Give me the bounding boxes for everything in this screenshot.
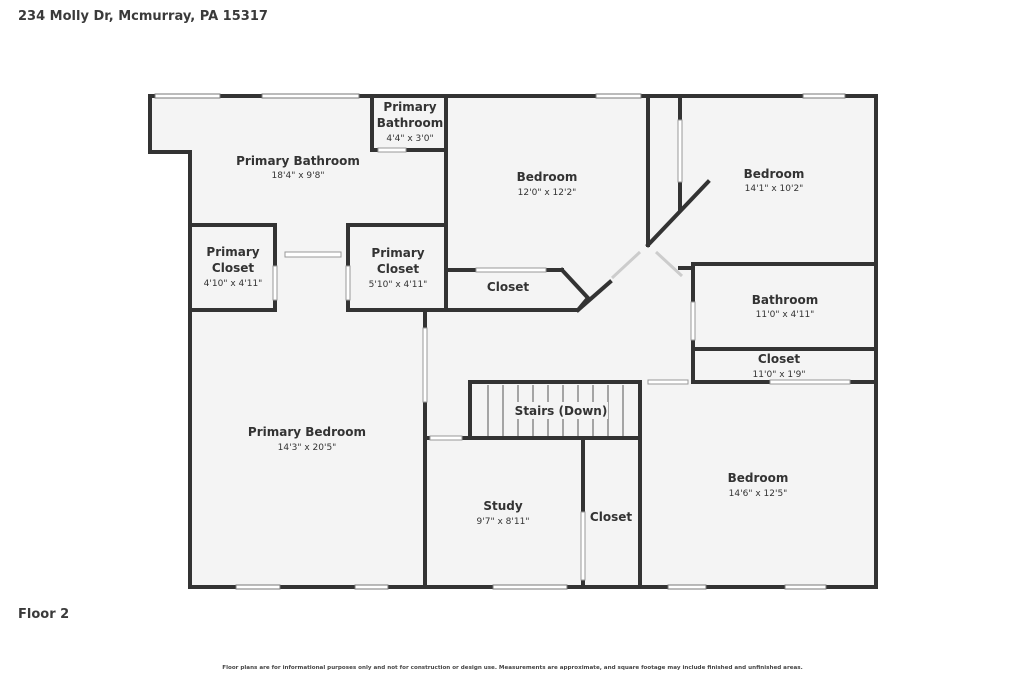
room-name: Study bbox=[483, 499, 523, 513]
room-primary-bedroom: Primary Bedroom 14'3" x 20'5" bbox=[248, 425, 366, 453]
room-name: Bathroom bbox=[377, 116, 443, 130]
room-dimensions: 12'0" x 12'2" bbox=[518, 188, 577, 198]
room-name: Closet bbox=[377, 262, 419, 276]
room-name: Bedroom bbox=[744, 167, 805, 181]
disclaimer-text: Floor plans are for informational purpos… bbox=[222, 665, 803, 671]
property-address: 234 Molly Dr, Mcmurray, PA 15317 bbox=[18, 9, 268, 24]
room-study: Study 9'7" x 8'11" bbox=[477, 499, 530, 527]
room-bedroom-1: Bedroom 12'0" x 12'2" bbox=[517, 170, 578, 198]
room-primary-closet-2: Primary Closet 5'10" x 4'11" bbox=[369, 246, 428, 290]
room-bedroom-2: Bedroom 14'1" x 10'2" bbox=[744, 167, 805, 194]
room-dimensions: 14'3" x 20'5" bbox=[278, 443, 337, 453]
room-stairs: Stairs (Down) bbox=[514, 402, 608, 419]
floor-area bbox=[150, 96, 876, 587]
room-dimensions: 4'10" x 4'11" bbox=[204, 279, 263, 289]
room-closet-hall: Closet 11'0" x 1'9" bbox=[753, 352, 806, 380]
room-dimensions: 4'4" x 3'0" bbox=[386, 134, 433, 144]
room-dimensions: 14'6" x 12'5" bbox=[729, 489, 788, 499]
windows bbox=[154, 93, 846, 590]
room-name: Closet bbox=[212, 261, 254, 275]
room-bathroom: Bathroom 11'0" x 4'11" bbox=[752, 293, 818, 320]
room-closet-bedroom: Closet bbox=[487, 280, 529, 294]
room-closet-study: Closet bbox=[590, 510, 632, 524]
door-openings bbox=[272, 119, 851, 581]
room-name: Primary Bathroom bbox=[236, 154, 360, 168]
room-name: Primary bbox=[371, 246, 424, 260]
room-name: Bedroom bbox=[728, 471, 789, 485]
floor-label: Floor 2 bbox=[18, 607, 70, 622]
room-name: Primary Bedroom bbox=[248, 425, 366, 439]
room-primary-bathroom-small: Primary Bathroom 4'4" x 3'0" bbox=[377, 100, 443, 144]
room-dimensions: 5'10" x 4'11" bbox=[369, 280, 428, 290]
room-name: Closet bbox=[487, 280, 529, 294]
door-opening-angled bbox=[654, 250, 684, 278]
room-primary-closet-1: Primary Closet 4'10" x 4'11" bbox=[204, 245, 263, 289]
room-dimensions: 9'7" x 8'11" bbox=[477, 517, 530, 527]
room-dimensions: 14'1" x 10'2" bbox=[745, 184, 804, 194]
room-name: Primary bbox=[383, 100, 436, 114]
room-name: Bedroom bbox=[517, 170, 578, 184]
room-dimensions: 18'4" x 9'8" bbox=[272, 171, 325, 181]
room-primary-bathroom: Primary Bathroom 18'4" x 9'8" bbox=[236, 154, 360, 181]
room-dimensions: 11'0" x 4'11" bbox=[756, 310, 815, 320]
room-dimensions: 11'0" x 1'9" bbox=[753, 370, 806, 380]
door-opening-angled bbox=[610, 250, 642, 280]
room-bedroom-3: Bedroom 14'6" x 12'5" bbox=[728, 471, 789, 499]
room-name: Stairs (Down) bbox=[515, 404, 608, 418]
room-name: Closet bbox=[758, 352, 800, 366]
room-name: Closet bbox=[590, 510, 632, 524]
room-name: Bathroom bbox=[752, 293, 818, 307]
room-name: Primary bbox=[206, 245, 259, 259]
